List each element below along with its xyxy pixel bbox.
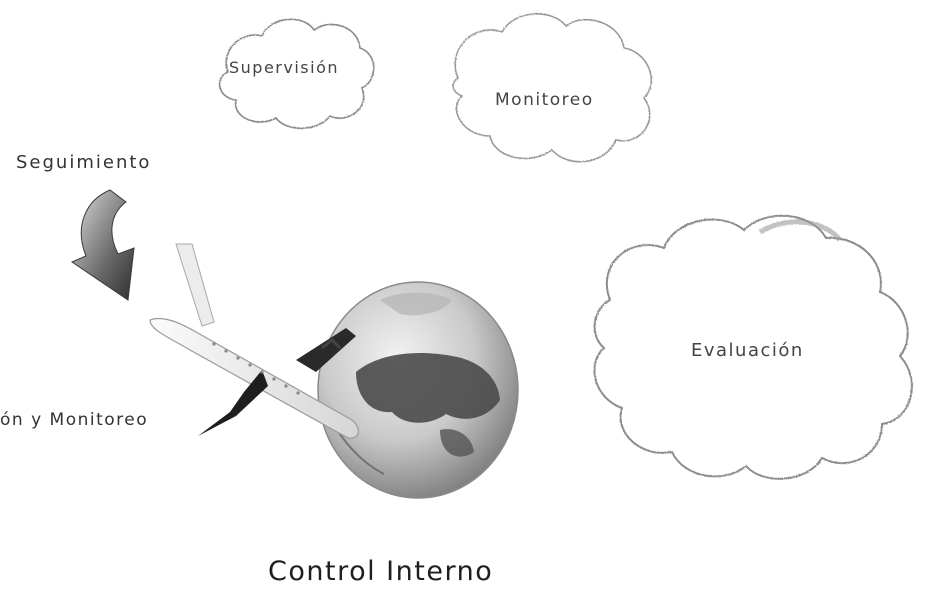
supervision-label: Supervisión <box>229 58 339 77</box>
monitoreo-cloud <box>452 13 653 163</box>
seguimiento-label: Seguimiento <box>16 152 152 173</box>
supervision-cloud <box>218 18 375 129</box>
monitoreo-label: Monitoreo <box>495 90 594 110</box>
supervision-monitoreo-label: ón y Monitoreo <box>0 410 149 430</box>
curved-arrow-icon <box>70 189 135 301</box>
diagram-title: Control Interno <box>268 556 494 587</box>
evaluacion-label: Evaluación <box>691 340 804 361</box>
globe-icon <box>317 281 519 499</box>
evaluacion-cloud <box>593 214 913 480</box>
airplane-icon <box>149 243 359 439</box>
